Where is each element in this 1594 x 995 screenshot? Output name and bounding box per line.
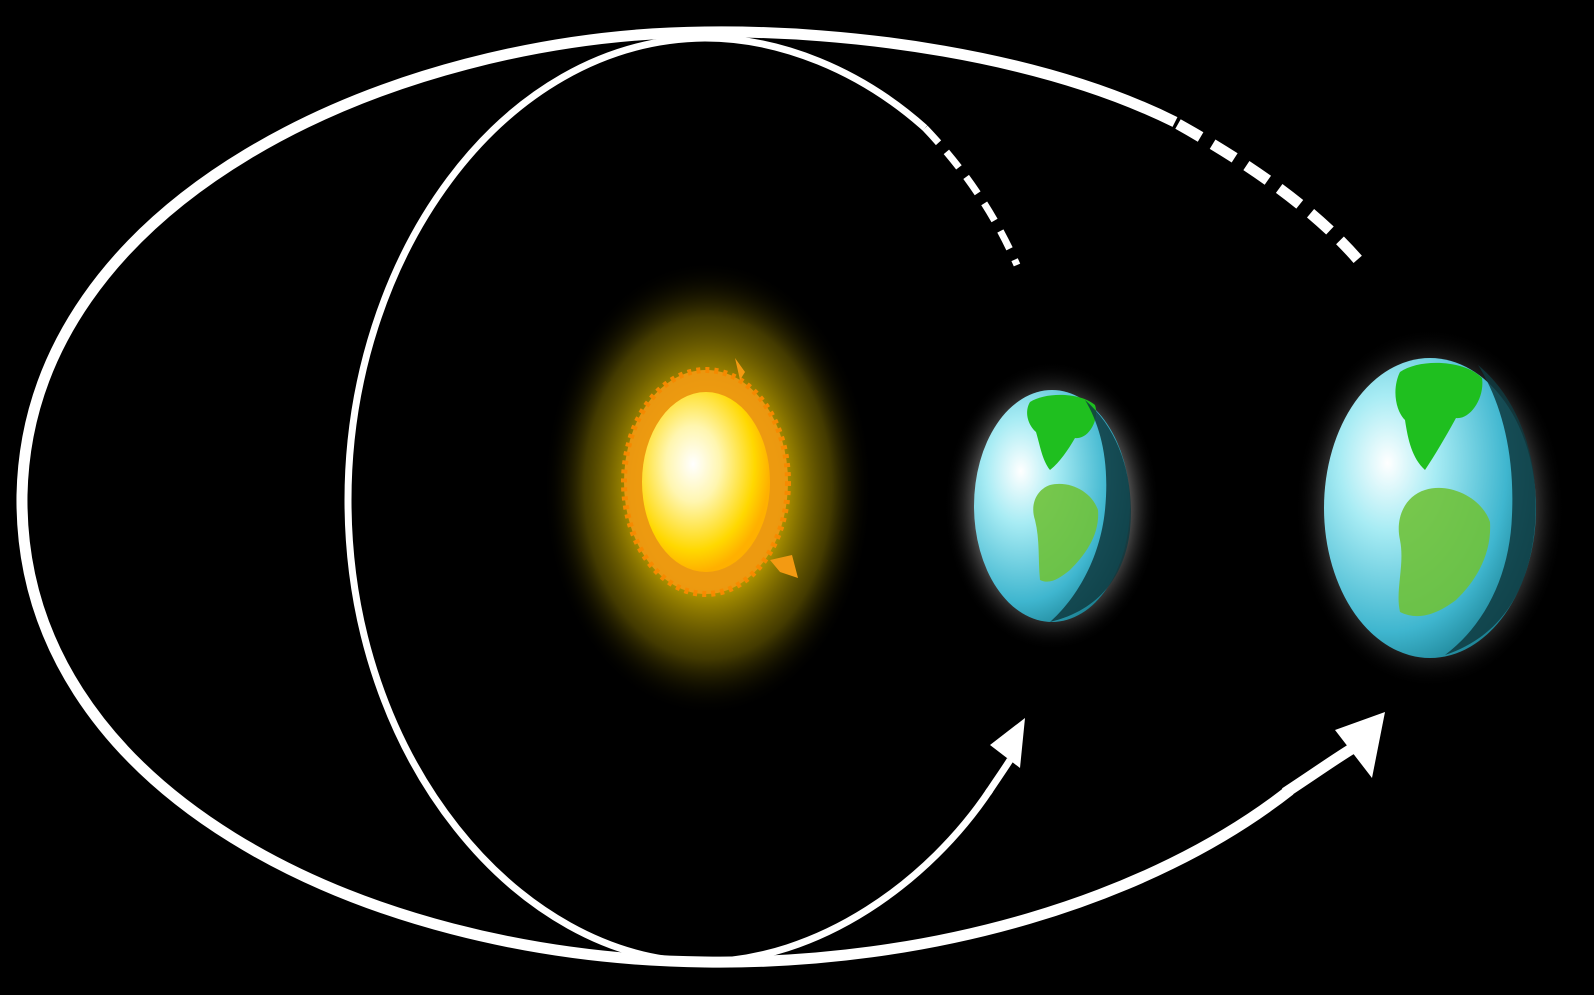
inner-orbit-dashed-tail	[922, 125, 1021, 267]
earth-land-north	[1027, 394, 1097, 470]
sun-core	[642, 392, 770, 572]
inner-orbit-path	[344, 34, 993, 966]
outer-orbit-path	[16, 26, 1294, 968]
earth-land-north	[1395, 362, 1483, 470]
earth-globe-icon	[1295, 328, 1565, 688]
sun-icon	[543, 260, 873, 716]
sun-flare	[735, 358, 798, 578]
inner-orbit-arrowhead	[990, 718, 1025, 768]
earth-land-south	[1398, 487, 1491, 617]
earth-land-south	[1033, 483, 1099, 582]
earth-shadow	[1050, 400, 1131, 622]
earth-shadow	[1445, 365, 1536, 655]
outer-orbit-dashed-tail	[1175, 119, 1365, 266]
inner-orbit	[344, 34, 1025, 966]
inner-orbit-arrow-shaft	[985, 758, 1013, 795]
outer-orbit	[16, 26, 1385, 968]
outer-orbit-arrow-shaft	[1281, 739, 1363, 798]
earth-globe-icon	[944, 361, 1160, 651]
